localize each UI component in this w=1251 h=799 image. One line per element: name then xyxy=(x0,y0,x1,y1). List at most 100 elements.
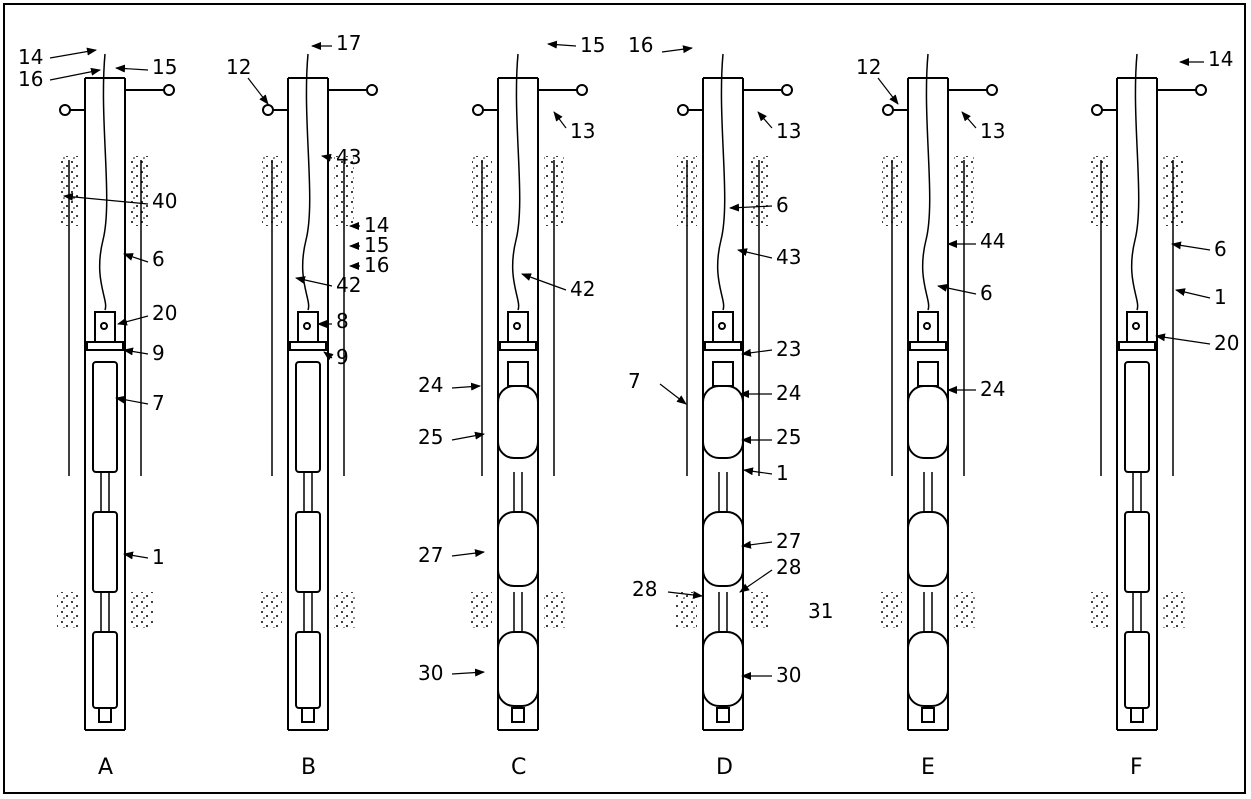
callout-c-25: 25 xyxy=(418,425,443,449)
leader-a-1 xyxy=(123,551,149,560)
callout-b-9: 9 xyxy=(336,345,349,369)
panel-label-f: F xyxy=(1130,755,1143,780)
callout-c-13: 13 xyxy=(570,119,595,143)
anchor-plate xyxy=(1118,341,1156,351)
leader-a-20 xyxy=(117,315,149,326)
leader-c-30 xyxy=(451,668,485,677)
valve-left xyxy=(262,104,274,116)
callout-f-6: 6 xyxy=(1214,237,1227,261)
callout-f-1: 1 xyxy=(1214,285,1227,309)
callout-d-1: 1 xyxy=(776,461,789,485)
packer-upper xyxy=(907,385,949,459)
callout-c-27: 27 xyxy=(418,543,443,567)
formation-upper-right xyxy=(131,156,151,226)
wireline xyxy=(98,53,108,311)
connector-upper xyxy=(712,361,734,387)
leader-f-1 xyxy=(1175,288,1211,299)
callout-b-15: 15 xyxy=(364,233,389,257)
wireline xyxy=(301,53,311,311)
tool-head xyxy=(297,311,319,343)
leader-f-6 xyxy=(1171,241,1211,251)
valve-right xyxy=(163,84,175,96)
leader-d-1 xyxy=(743,467,773,476)
callout-a-6: 6 xyxy=(152,247,165,271)
tool-head-pin xyxy=(513,322,521,330)
callout-d-6: 6 xyxy=(776,193,789,217)
packer-middle xyxy=(907,511,949,587)
valve-left xyxy=(472,104,484,116)
tool-head xyxy=(1126,311,1148,343)
bull-nose xyxy=(1130,707,1144,723)
formation-lower-right xyxy=(954,592,976,628)
leader-c-15 xyxy=(547,40,577,49)
callout-e-12: 12 xyxy=(856,55,881,79)
leader-a-40 xyxy=(63,192,149,205)
callout-a-9: 9 xyxy=(152,341,165,365)
formation-lower-left xyxy=(880,592,902,628)
callout-b-43: 43 xyxy=(336,145,361,169)
formation-upper-left xyxy=(677,156,697,226)
formation-upper-right xyxy=(1163,156,1183,226)
bull-nose xyxy=(921,707,935,723)
tool-head-pin xyxy=(303,322,311,330)
formation-upper-right xyxy=(749,156,769,226)
formation-lower-right xyxy=(131,592,153,628)
callout-a-14: 14 xyxy=(18,45,43,69)
leader-d-16 xyxy=(661,45,693,54)
callout-a-7: 7 xyxy=(152,391,165,415)
panel-label-b: B xyxy=(301,755,316,780)
formation-lower-left xyxy=(1089,592,1111,628)
figure-border xyxy=(3,3,1246,794)
connector-upper xyxy=(917,361,939,387)
leader-e-12 xyxy=(877,77,899,105)
formation-upper-right xyxy=(544,156,564,226)
callout-b-17: 17 xyxy=(336,31,361,55)
callout-e-6: 6 xyxy=(980,281,993,305)
tool-body-lower xyxy=(1124,631,1150,709)
callout-c-30: 30 xyxy=(418,661,443,685)
leader-d-13 xyxy=(757,111,773,129)
callout-e-24: 24 xyxy=(980,377,1005,401)
formation-upper-left xyxy=(882,156,902,226)
formation-lower-right xyxy=(749,592,771,628)
formation-lower-right xyxy=(334,592,356,628)
leader-a-14 xyxy=(49,47,97,59)
valve-right xyxy=(576,84,588,96)
leader-c-13 xyxy=(553,111,567,129)
leader-f-20 xyxy=(1155,333,1211,345)
callout-d-27: 27 xyxy=(776,529,801,553)
tool-head xyxy=(712,311,734,343)
packer-upper xyxy=(702,385,744,459)
callout-d-25: 25 xyxy=(776,425,801,449)
formation-upper-left xyxy=(1091,156,1111,226)
tool-body-middle xyxy=(295,511,321,593)
bull-nose xyxy=(716,707,730,723)
callout-d-13: 13 xyxy=(776,119,801,143)
leader-a-9 xyxy=(123,347,149,356)
bull-nose xyxy=(98,707,112,723)
bull-nose xyxy=(511,707,525,723)
formation-upper-left xyxy=(472,156,492,226)
packer-lower xyxy=(702,631,744,707)
valve-left xyxy=(677,104,689,116)
callout-b-8: 8 xyxy=(336,309,349,333)
formation-lower-left xyxy=(470,592,492,628)
tool-body-upper xyxy=(295,361,321,473)
tool-body-lower xyxy=(295,631,321,709)
valve-left xyxy=(1091,104,1103,116)
leader-d-28 xyxy=(667,590,703,599)
tool-body-lower xyxy=(92,631,118,709)
tool-head-pin xyxy=(923,322,931,330)
formation-lower-left xyxy=(675,592,697,628)
callout-c-15: 15 xyxy=(580,33,605,57)
valve-right xyxy=(781,84,793,96)
leader-b-42 xyxy=(295,276,333,287)
formation-lower-left xyxy=(57,592,79,628)
anchor-plate xyxy=(86,341,124,351)
leader-d-43 xyxy=(737,248,773,259)
